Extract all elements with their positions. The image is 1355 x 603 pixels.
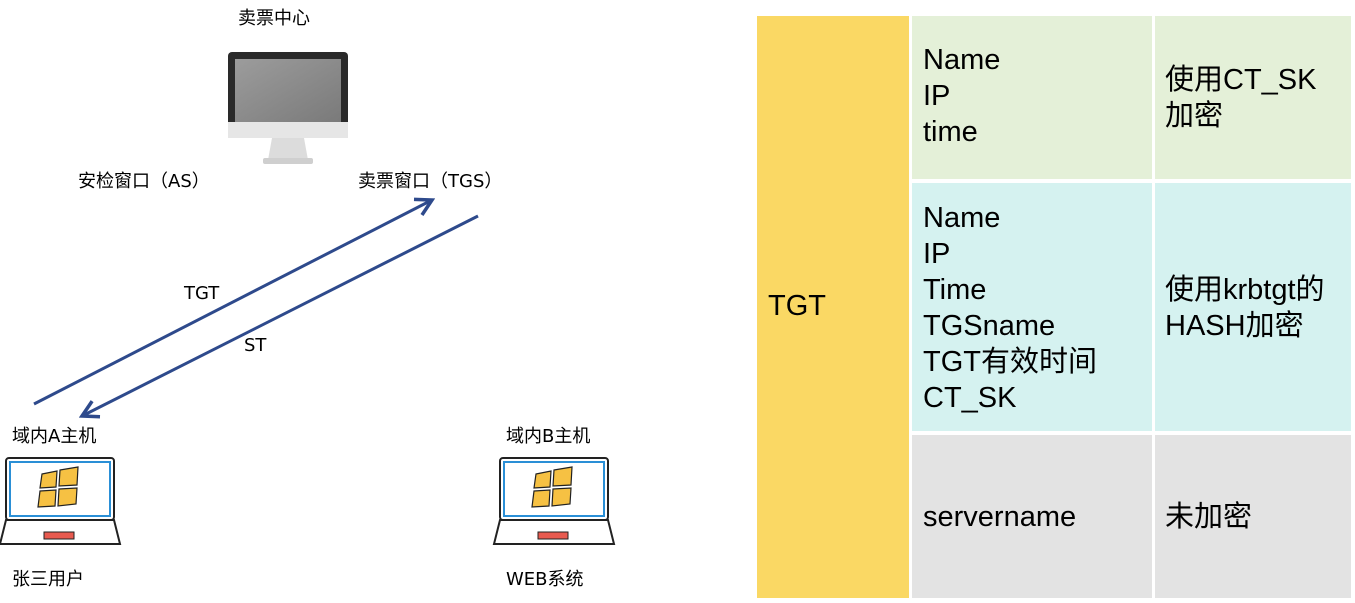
as-window-label: 安检窗口（AS） xyxy=(78,171,210,192)
tgs-window-label: 卖票窗口（TGS） xyxy=(358,171,503,192)
monitor-icon xyxy=(228,52,348,164)
row-2-encryption: 使用krbtgt的 HASH加密 xyxy=(1155,183,1351,431)
field-text: Time xyxy=(923,274,987,306)
laptop-a-icon xyxy=(0,457,122,545)
field-text: Name xyxy=(923,202,1001,234)
st-arrow xyxy=(82,214,479,416)
row-2-fields: Name IP Time TGSname TGT有效时间 CT_SK xyxy=(912,183,1152,431)
field-text: TGT有效时间 xyxy=(923,346,1097,378)
encryption-text: HASH加密 xyxy=(1165,310,1304,342)
host-a-user-label: 张三用户 xyxy=(12,569,84,590)
host-b-user-label: WEB系统 xyxy=(506,569,584,590)
field-text: IP xyxy=(923,238,951,270)
field-text: IP xyxy=(923,80,951,112)
encryption-text: 使用krbtgt的 xyxy=(1165,274,1325,306)
tgt-arrow xyxy=(33,200,432,406)
st-arrow-label: ST xyxy=(244,335,267,356)
row-1-encryption: 使用CT_SK 加密 xyxy=(1155,16,1351,179)
host-b-label: 域内B主机 xyxy=(506,426,591,447)
field-text: Name xyxy=(923,44,1001,76)
encryption-text: 使用CT_SK xyxy=(1165,64,1317,96)
row-3-fields: servername xyxy=(912,435,1152,598)
laptop-b-icon xyxy=(492,457,616,545)
field-text: time xyxy=(923,116,978,148)
host-a-label: 域内A主机 xyxy=(12,426,97,447)
row-header-text: TGT xyxy=(768,290,826,322)
field-text: CT_SK xyxy=(923,382,1017,414)
row-1-fields: Name IP time xyxy=(912,16,1152,179)
field-text: TGSname xyxy=(923,310,1056,342)
table-row-header: TGT xyxy=(757,16,909,598)
tgt-arrow-label: TGT xyxy=(184,283,220,304)
field-text: servername xyxy=(923,501,1077,533)
encryption-text: 加密 xyxy=(1165,100,1224,132)
row-3-encryption: 未加密 xyxy=(1155,435,1351,598)
kerberos-flow-diagram xyxy=(0,52,616,545)
encryption-text: 未加密 xyxy=(1165,501,1253,533)
ticket-center-label: 卖票中心 xyxy=(238,8,310,29)
